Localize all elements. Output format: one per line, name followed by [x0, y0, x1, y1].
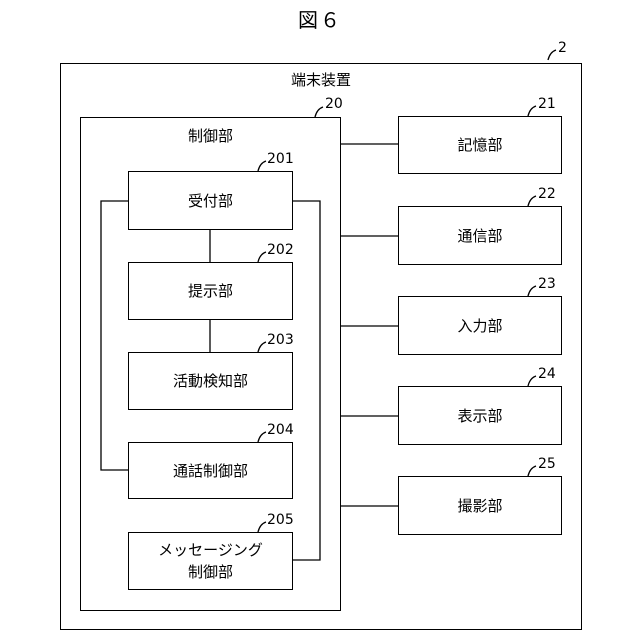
activity-detection-unit-ref: 203: [267, 332, 294, 348]
input-unit-box: 入力部: [398, 296, 562, 355]
imaging-unit-box: 撮影部: [398, 476, 562, 535]
display-unit-label: 表示部: [457, 405, 502, 427]
storage-unit-label: 記憶部: [457, 134, 502, 156]
display-unit-box: 表示部: [398, 386, 562, 445]
storage-unit-ref: 21: [538, 96, 556, 112]
terminal-device-ref: 2: [558, 40, 567, 56]
reception-unit-box: 受付部: [128, 171, 293, 230]
storage-unit-box: 記憶部: [398, 116, 562, 174]
input-unit-ref: 23: [538, 276, 556, 292]
reception-unit-label: 受付部: [188, 190, 233, 212]
reception-unit-ref: 201: [267, 151, 294, 167]
communication-unit-label: 通信部: [457, 225, 502, 247]
call-control-unit-box: 通話制御部: [128, 442, 293, 499]
imaging-unit-label: 撮影部: [457, 495, 502, 517]
input-unit-label: 入力部: [457, 315, 502, 337]
communication-unit-box: 通信部: [398, 206, 562, 265]
messaging-control-unit-label-line2: 制御部: [188, 561, 233, 583]
presentation-unit-box: 提示部: [128, 262, 293, 320]
activity-detection-unit-label: 活動検知部: [173, 370, 248, 392]
terminal-device-label: 端末装置: [61, 70, 581, 90]
control-unit-label: 制御部: [81, 126, 340, 146]
call-control-unit-label: 通話制御部: [173, 460, 248, 482]
call-control-unit-ref: 204: [267, 422, 294, 438]
messaging-control-unit-ref: 205: [267, 512, 294, 528]
presentation-unit-ref: 202: [267, 242, 294, 258]
display-unit-ref: 24: [538, 366, 556, 382]
messaging-control-unit-label-line1: メッセージング: [158, 539, 263, 561]
imaging-unit-ref: 25: [538, 456, 556, 472]
messaging-control-unit-box: メッセージング 制御部: [128, 532, 293, 590]
figure-title: 図６: [0, 4, 640, 33]
leader-2: [548, 50, 556, 60]
presentation-unit-label: 提示部: [188, 280, 233, 302]
communication-unit-ref: 22: [538, 186, 556, 202]
activity-detection-unit-box: 活動検知部: [128, 352, 293, 410]
control-unit-ref: 20: [325, 96, 343, 112]
